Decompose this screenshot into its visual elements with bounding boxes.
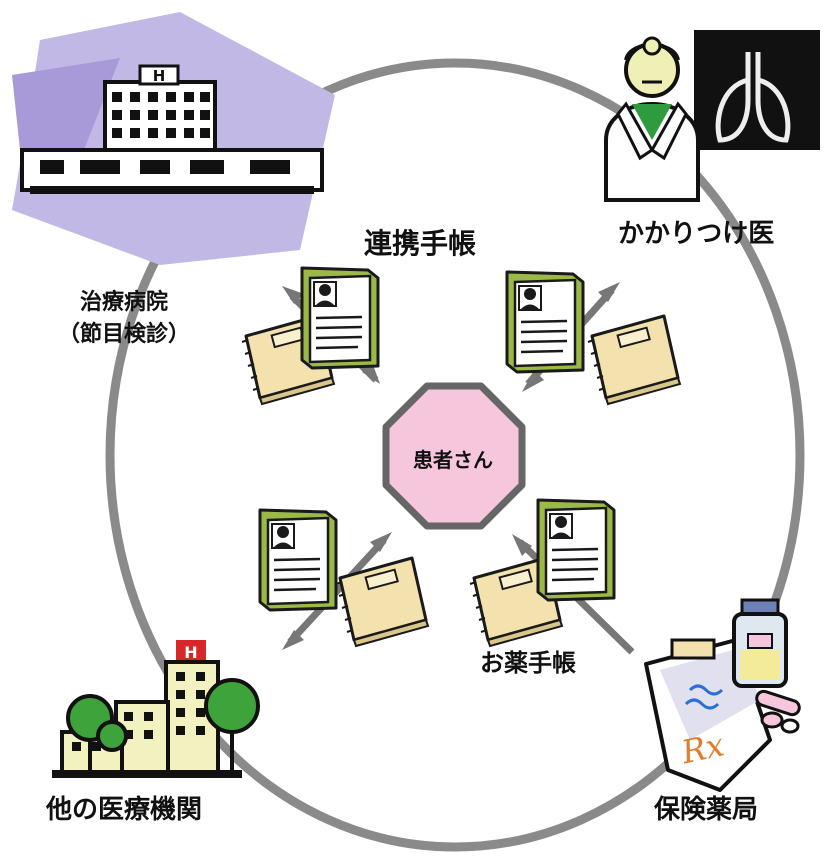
- pharmacy-label: 保険薬局: [654, 795, 759, 825]
- pill-icon: [755, 689, 801, 734]
- notebook-icon: [334, 556, 430, 648]
- folder-icon: [536, 498, 616, 602]
- medication-notebook-label: お薬手帳: [480, 649, 576, 677]
- folder-icon: [505, 270, 585, 374]
- patient-label: 患者さん: [413, 448, 493, 472]
- care-cycle-ring: [105, 58, 805, 852]
- medicine-bottle-icon: [732, 598, 788, 688]
- hospital-building-icon: H: [12, 12, 335, 265]
- renkei-notebook-label: 連携手帳: [364, 227, 477, 260]
- milestone-checkup-label: （節目検診）: [58, 322, 191, 347]
- rx-mark: Rx: [677, 725, 727, 771]
- patient-octagon: [382, 382, 526, 530]
- family-doctor-label: かかりつけ医: [618, 219, 775, 249]
- small-hospital-icon: H: [52, 640, 260, 778]
- folder-icon: [258, 508, 338, 612]
- other-institutions-label: 他の医療機関: [46, 795, 203, 825]
- hospital-sign-letter: H: [153, 67, 166, 85]
- hospital-sign-letter: H: [184, 643, 197, 662]
- doctor-icon: [604, 30, 820, 202]
- folder-icon: [300, 266, 380, 370]
- notebook-icon: [586, 314, 682, 406]
- treatment-hospital-label: 治療病院: [80, 290, 169, 315]
